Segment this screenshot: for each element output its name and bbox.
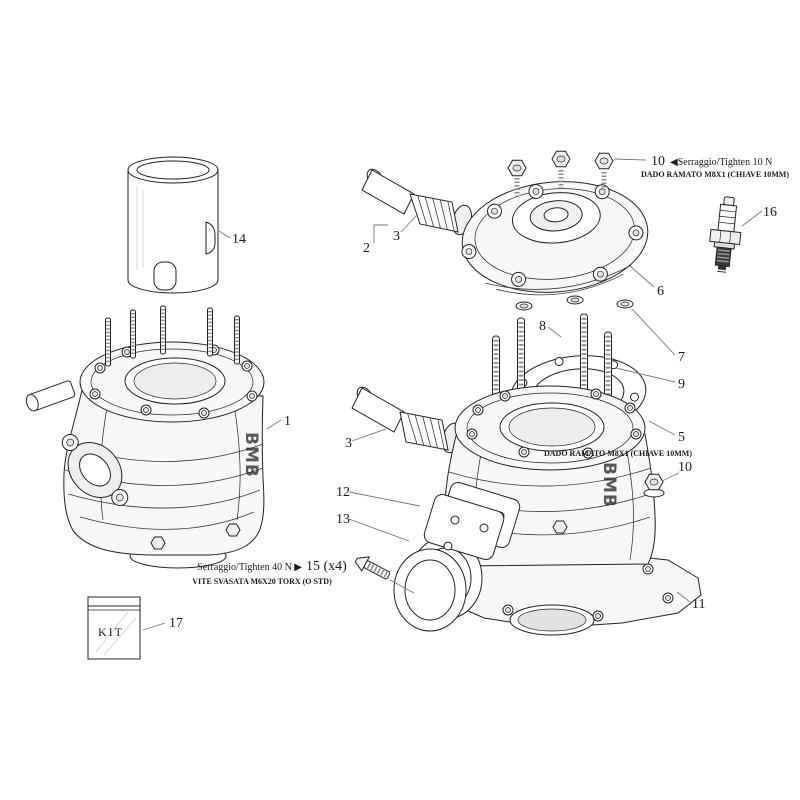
annotation-nut-spec-side: DADO RAMATO M8X1 (CHIAVE 10MM) [544, 449, 692, 458]
part-water-neck-top [361, 168, 473, 236]
exhaust-flange-left [61, 434, 129, 506]
part-washers [515, 295, 634, 311]
part-cylinder-sleeve [127, 156, 219, 294]
callout-10-top: 10 [651, 154, 665, 169]
callout-15: 15 (x4) [306, 559, 347, 574]
callout-5: 5 [678, 430, 685, 445]
deck-holes-left [89, 344, 258, 419]
callout-3-side: 3 [345, 436, 352, 451]
annotation-screw-spec: VITE SVASATA M6X20 TORX (O STD) [192, 577, 332, 586]
part-water-neck-side [351, 386, 463, 454]
callout-10-side: 10 [678, 460, 692, 475]
annotation-nut-spec-top: DADO RAMATO M8X1 (CHIAVE 10MM) [641, 170, 789, 179]
callout-9: 9 [678, 377, 685, 392]
callout-14: 14 [232, 232, 246, 247]
part-cylinder-head [461, 181, 649, 296]
head-bolt-bosses [461, 183, 644, 287]
deck-holes-right [466, 388, 642, 459]
callout-11: 11 [692, 597, 705, 612]
part-base-gasket-13 [393, 494, 505, 632]
callout-2: 2 [363, 241, 370, 256]
callout-17: 17 [169, 616, 183, 631]
cylinder-left-studs [105, 305, 240, 367]
callout-3-top: 3 [393, 229, 400, 244]
callout-1: 1 [284, 414, 291, 429]
part-kit-bag: KIT [87, 596, 141, 660]
part-cylinder-left: BMB [25, 305, 265, 569]
callout-6: 6 [657, 284, 664, 299]
callout-7: 7 [678, 350, 685, 365]
callout-12: 12 [336, 485, 350, 500]
callout-13: 13 [336, 512, 350, 527]
kit-bag-label: KIT [98, 625, 124, 639]
callout-8: 8 [539, 319, 546, 334]
annotation-tighten-base: Serraggio/Tighten 40 N ▶ [197, 562, 302, 573]
callout-16: 16 [763, 205, 777, 220]
water-stub [25, 380, 76, 412]
brand-logo-left: BMB [241, 432, 261, 478]
brand-logo-right: BMB [599, 462, 619, 508]
annotation-tighten-head: ◀Serraggio/Tighten 10 N [670, 157, 772, 168]
part-spark-plug [709, 196, 742, 273]
callouts: 14 2 3 6 10 ◀Serraggio/Tighten 10 N DADO… [169, 154, 789, 631]
part-screw-15 [354, 556, 391, 580]
part-head-nuts [507, 150, 614, 196]
leader-lines [142, 158, 763, 631]
